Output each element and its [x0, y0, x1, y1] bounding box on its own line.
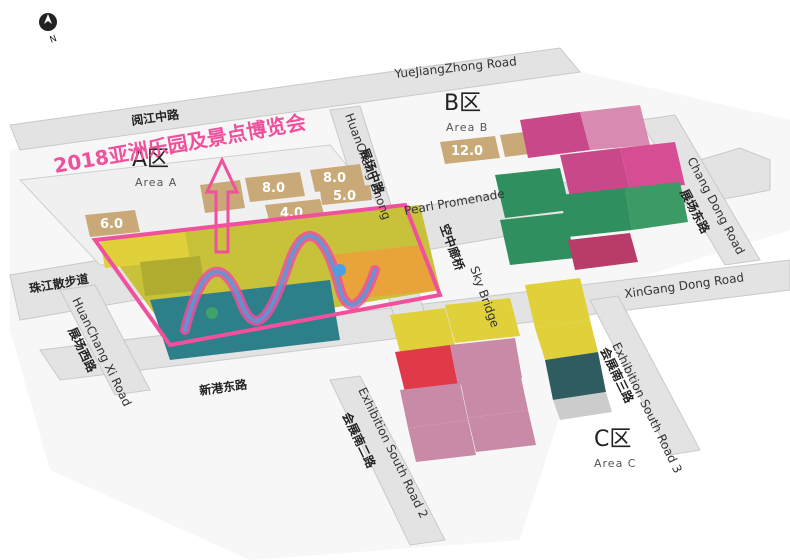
road-yuejiang	[9, 47, 581, 151]
area-c-gray	[553, 392, 612, 420]
hall-12-label: 12.0	[451, 144, 483, 159]
area-b-red-1	[568, 233, 638, 270]
road-exh-south-2	[329, 375, 446, 546]
hall-12	[440, 136, 500, 164]
area-b-pink-1	[520, 112, 590, 158]
label-xingang-cn: 新港东路	[198, 376, 249, 398]
area-b-halls: 12.0	[440, 105, 688, 270]
area-c-halls	[390, 278, 612, 462]
area-b-green-2	[560, 188, 632, 237]
compass-arrow-icon	[44, 14, 52, 24]
compass-label: N	[49, 34, 59, 46]
area-b-pink-2	[580, 105, 650, 150]
area-b-green-1	[495, 168, 570, 218]
label-yuejiang-cn: 阅江中路	[130, 106, 181, 128]
area-a-blocks	[100, 205, 440, 360]
ball-decoration-1	[206, 307, 218, 319]
hall-6	[85, 210, 140, 237]
hall-8a-label: 8.0	[262, 181, 285, 196]
area-c-pink-4	[408, 420, 476, 462]
area-b-green-3	[625, 182, 688, 230]
area-c-yellow-4	[535, 320, 598, 360]
area-a-sub: Area A	[135, 176, 177, 189]
area-c-yellow-1	[390, 308, 455, 352]
swirl-accent	[183, 234, 377, 332]
area-c-pink-3	[460, 373, 528, 418]
hall-8b-label: 8.0	[323, 171, 346, 186]
area-b-label: B区	[444, 91, 481, 116]
area-c-yellow-3	[525, 278, 590, 328]
ball-decoration-2	[334, 264, 346, 276]
area-a-yellow-small	[100, 232, 190, 268]
area-a-olive-small	[140, 256, 205, 296]
area-c-label: C区	[594, 427, 631, 452]
highlight-outline	[91, 202, 443, 348]
hall-5	[320, 185, 372, 205]
road-huanchang-xi	[59, 284, 151, 396]
area-b-pink-3	[560, 148, 630, 197]
pointer-arrow	[204, 156, 240, 254]
area-c-pink-1	[450, 338, 522, 385]
area-c-sub: Area C	[594, 457, 637, 470]
area-a-orange-block	[330, 245, 440, 300]
area-c-yellow-2	[445, 298, 520, 343]
hall-7	[200, 180, 245, 213]
road-exh-south-3	[589, 295, 701, 456]
area-c-pink-5	[468, 410, 536, 452]
area-b-green-4	[500, 213, 575, 265]
hall-5-label: 5.0	[333, 189, 356, 204]
hall-8a	[245, 172, 305, 202]
area-c-red	[395, 345, 458, 392]
area-a-tan-halls: 6.0 8.0 8.0 4.0 5.0	[85, 164, 372, 237]
hall-8b	[310, 164, 365, 192]
area-b-pink-4	[620, 142, 685, 190]
area-b-sub: Area B	[446, 121, 488, 134]
hall-6-label: 6.0	[100, 217, 123, 232]
area-a-label: A区	[132, 147, 169, 172]
area-c-pink-2	[400, 383, 468, 428]
area-c-dark	[545, 352, 606, 400]
compass: N	[39, 13, 58, 46]
